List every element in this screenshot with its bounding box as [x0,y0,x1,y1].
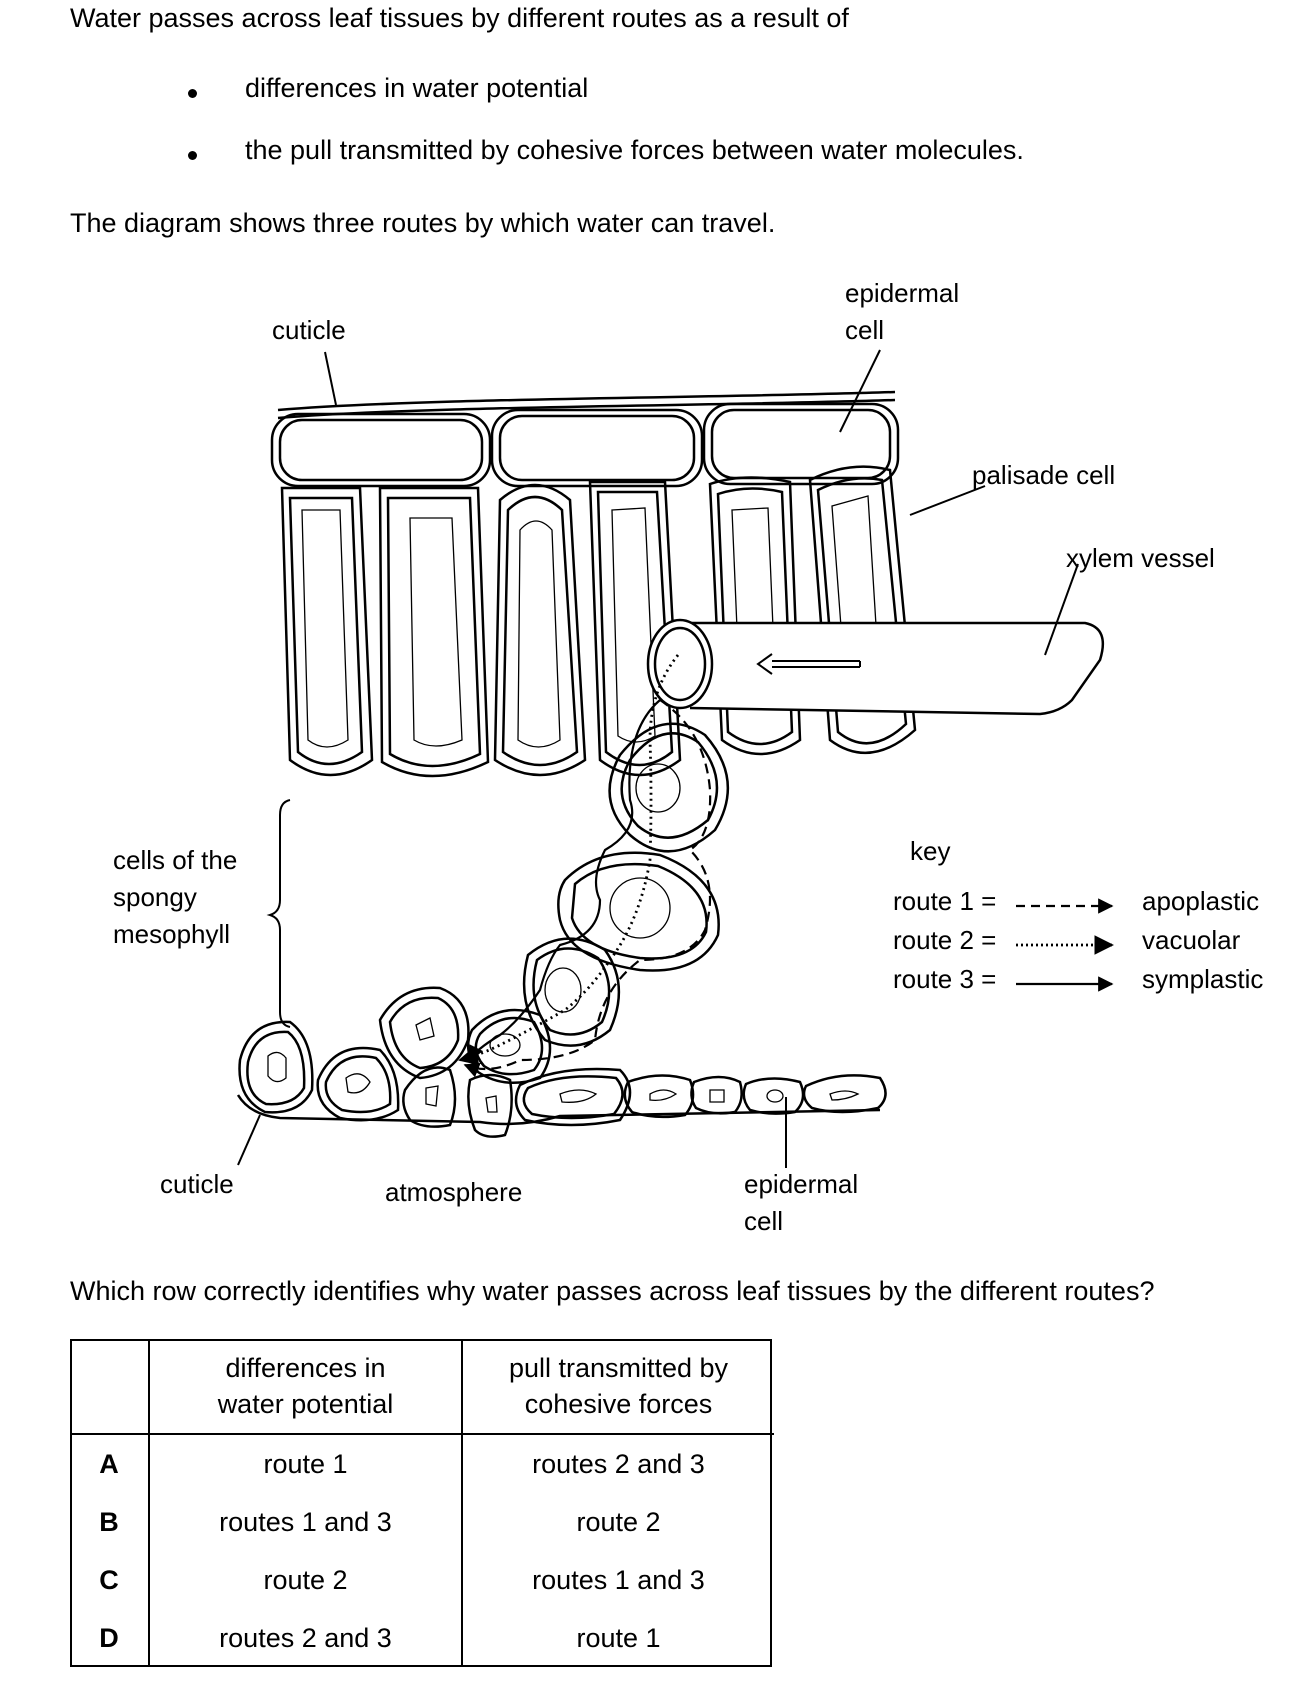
key-route-1-label: route 1 = [893,886,997,916]
cell-water-potential: routes 2 and 3 [149,1609,463,1667]
lower-epidermal-cell [623,1074,695,1119]
label-palisade-cell: palisade cell [972,460,1116,490]
leader-line-cuticle-bottom [237,1114,261,1166]
cell-water-potential: route 1 [149,1434,463,1493]
mesophyll-brace [266,799,291,1028]
cell-cohesive-forces: routes 1 and 3 [532,1564,705,1595]
bullet-dot [188,89,197,98]
key-route-3-name: symplastic [1142,964,1264,994]
label-epidermal-bottom-line1: epidermal [744,1169,859,1199]
upper-cuticle [277,390,896,412]
xylem-vessel [675,621,1105,716]
key-route-2-name: vacuolar [1142,925,1241,955]
key-title: key [910,836,951,866]
palisade-cell [493,483,587,777]
lower-epidermal-cell [802,1074,887,1114]
bullet-dot [188,151,197,160]
row-letter: D [70,1609,150,1667]
key-route-2-label: route 2 = [893,925,997,955]
leaf-cross-section-diagram [236,349,1114,1168]
upper-epidermal-cell [270,412,492,488]
cell-cohesive-forces: route 2 [576,1506,661,1537]
table-row[interactable]: A route 1 routes 2 and 3 [70,1434,774,1493]
leader-line-xylem [1044,563,1079,656]
route-3-symplastic-path [469,699,661,1062]
question-text: Which row correctly identifies why water… [70,1276,1155,1306]
lower-epidermal-cell [690,1075,743,1115]
leader-line-palisade [909,485,986,516]
row-letter: B [70,1493,150,1551]
lower-cuticle [236,1094,881,1126]
lower-epidermal-cell [467,1073,513,1138]
label-atmosphere: atmosphere [385,1177,523,1207]
key-route-3-label: route 3 = [893,964,997,994]
spongy-mesophyll-cell [557,851,720,972]
bullet-cohesive-forces: the pull transmitted by cohesive forces … [245,135,1024,165]
spongy-mesophyll-cell [378,986,470,1080]
label-cuticle-bottom: cuticle [160,1169,234,1199]
label-epidermal-bottom-line2: cell [744,1206,784,1236]
key-route-1-name: apoplastic [1142,886,1260,916]
label-xylem-vessel: xylem vessel [1066,543,1215,573]
route-1-apoplastic-path [463,699,712,1078]
bullet-water-potential: differences in water potential [245,73,589,103]
palisade-cell [378,486,490,778]
palisade-cell [588,480,682,777]
label-spongy-line2: spongy [113,882,197,912]
cell-cohesive-forces: routes 2 and 3 [532,1448,705,1479]
label-epidermal-top-line2: cell [845,315,885,345]
lower-epidermal-cell [514,1067,632,1127]
label-cuticle-top: cuticle [272,315,346,345]
lower-epidermal-cell [742,1077,805,1115]
route-2-vacuolar-path [458,654,680,1066]
palisade-cell [708,476,802,756]
spongy-mesophyll-cell [522,937,621,1047]
cell-water-potential: route 2 [149,1551,463,1609]
cell-water-potential: routes 1 and 3 [149,1493,463,1551]
lower-epidermal-cell [402,1066,457,1128]
intro-lead: Water passes across leaf tissues by diff… [70,3,849,33]
table-row[interactable]: C route 2 routes 1 and 3 [70,1551,774,1609]
label-spongy-line3: mesophyll [113,919,231,949]
row-letter: C [70,1551,150,1609]
leader-line-epidermal-top [839,349,881,433]
diagram-caption: The diagram shows three routes by which … [70,208,776,238]
leader-line-cuticle-top [324,351,337,406]
label-epidermal-top-line1: epidermal [845,278,960,308]
table-row[interactable]: B routes 1 and 3 route 2 [70,1493,774,1551]
table-header-blank [70,1339,150,1434]
lower-epidermal-cell [238,1020,314,1114]
palisade-cell [280,486,374,777]
row-letter: A [70,1434,150,1493]
upper-epidermal-cell [702,402,900,486]
table-row[interactable]: D routes 2 and 3 route 1 [70,1609,774,1667]
cell-cohesive-forces: route 1 [576,1622,661,1653]
upper-epidermal-cell [490,408,704,488]
lower-epidermal-cell [316,1046,400,1122]
spongy-mesophyll-cell [466,1008,552,1084]
label-spongy-line1: cells of the [113,845,238,875]
